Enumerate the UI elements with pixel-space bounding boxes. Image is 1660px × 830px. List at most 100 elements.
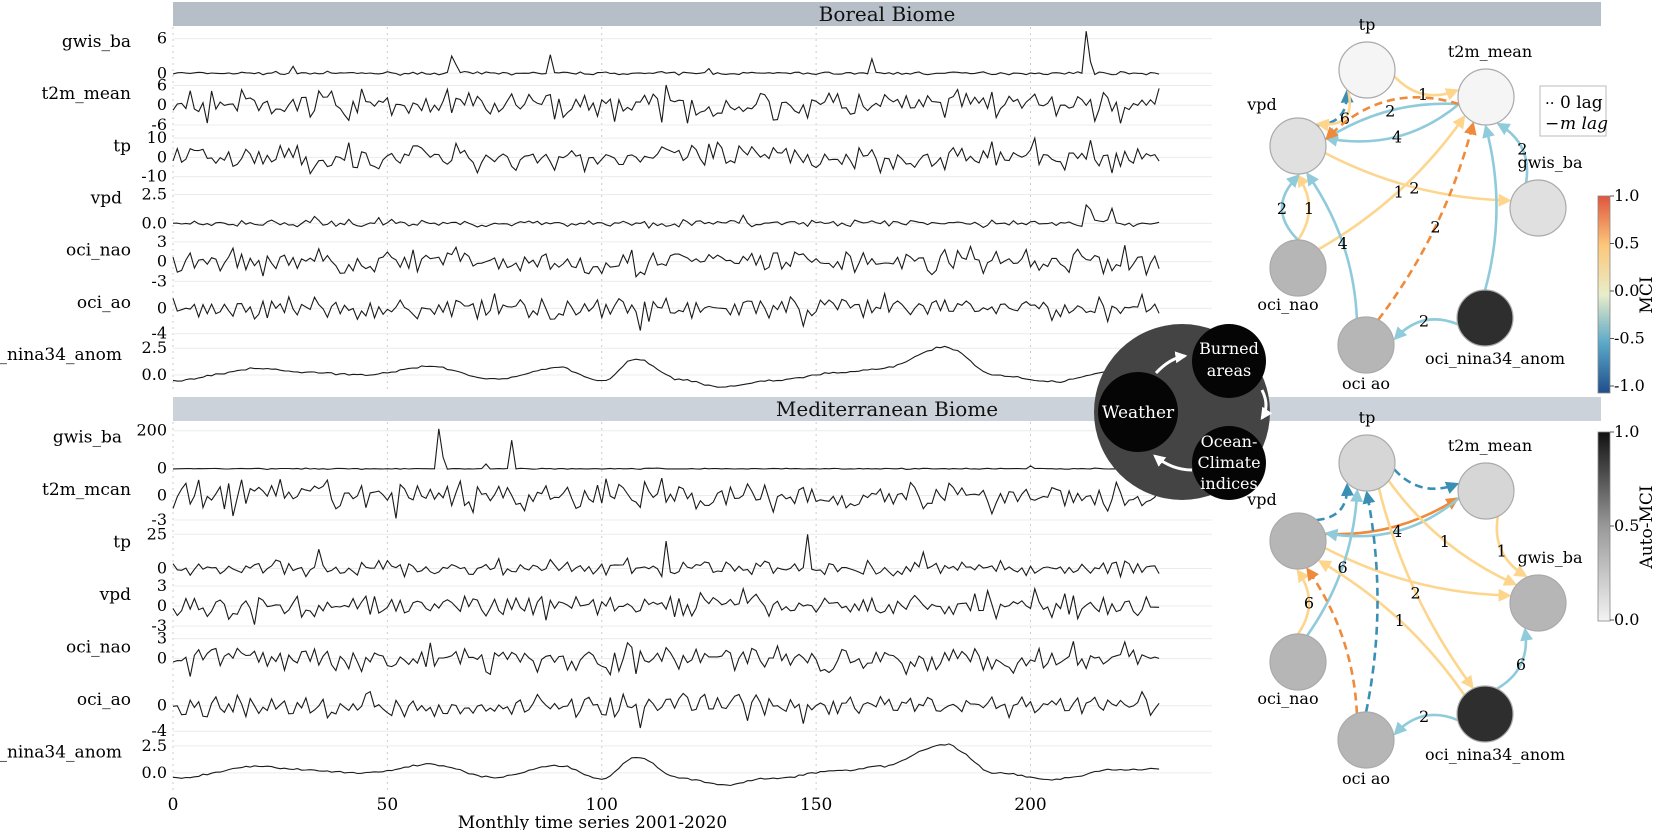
series-line-vpd	[172, 586, 1160, 625]
graph-node-label: oci_nao	[1257, 689, 1318, 708]
concept-label-weather: Weather	[1102, 403, 1175, 423]
graph-node-label: tp	[1359, 15, 1376, 34]
edge-lag-label: 2	[1419, 707, 1429, 726]
edge-oci_ao-tp	[1362, 490, 1379, 713]
x-axis-label: Monthly time series 2001-2020	[458, 813, 727, 830]
series-line-gwis_ba	[172, 31, 1160, 76]
edge-tp-t2m_mean	[1393, 468, 1460, 494]
concept-label-burned-2: areas	[1207, 361, 1251, 380]
series-line-oci_nao	[172, 244, 1160, 279]
edge-tp-t2m_mean	[1393, 75, 1460, 101]
graph-node-oci_nina34_anom	[1456, 289, 1514, 347]
lag-legend-zero-prefix: ··	[1545, 94, 1555, 112]
series-label: tp	[113, 532, 131, 552]
colorbar-tick-label: 0.5	[1614, 516, 1639, 535]
edge-lag-label: 4	[1392, 522, 1402, 541]
y-tick-label: -4	[151, 721, 167, 740]
edge-t2m_mean-vpd	[1324, 102, 1459, 140]
series-line-tp	[172, 136, 1160, 176]
graph-node-oci_nina34_anom	[1456, 685, 1514, 743]
y-tick-label: 0	[157, 486, 167, 505]
graph-node-vpd	[1269, 117, 1327, 175]
y-tick-label: 0	[157, 298, 167, 317]
edge-lag-label: 2	[1517, 140, 1527, 159]
concept-diagram: Weather Burned areas Ocean- Climate indi…	[1094, 324, 1273, 500]
series-line-t2m_mean	[172, 84, 1160, 124]
edge-lag-label: 2	[1277, 199, 1287, 218]
y-tick-label: 0	[157, 596, 167, 615]
edge-lag-label: 1	[1418, 85, 1428, 104]
edge-oci_nao-vpd	[1296, 173, 1311, 241]
graph-node-oci_ao	[1337, 711, 1395, 769]
graph-node-label: tp	[1359, 408, 1376, 427]
series-label: oci_nao	[66, 241, 131, 261]
lag-legend-m: m lag	[1560, 114, 1608, 134]
y-tick-label: 3	[157, 576, 167, 595]
graph-node-label: oci_nina34_anom	[1425, 745, 1565, 764]
colorbar-tick-label: 0.0	[1614, 610, 1639, 629]
edge-t2m_mean-vpd	[1325, 96, 1460, 141]
lag-legend-zero: 0 lag	[1560, 93, 1603, 113]
x-tick-label: 150	[800, 795, 832, 815]
colorbar-auto-mci-label: Auto-MCI	[1637, 485, 1657, 569]
series-line-oci_ao	[172, 690, 1160, 729]
series-label: oci_nina34_anom	[0, 345, 122, 365]
graph-node-label: t2m_mean	[1448, 42, 1532, 61]
concept-arrow-burned-ocean	[1260, 389, 1273, 420]
y-tick-label: 0	[157, 649, 167, 668]
edge-tp-vpd	[1315, 90, 1352, 132]
edge-oci_nao-vpd	[1280, 174, 1300, 241]
series-line-oci_ao	[172, 291, 1160, 331]
colorbar-tick-label: 1.0	[1614, 422, 1639, 441]
graph-node-oci_nao	[1269, 633, 1327, 691]
x-tick-label: 100	[586, 795, 618, 815]
y-tick-label: 200	[136, 421, 167, 440]
concept-node-ocean	[1192, 426, 1266, 500]
lag-legend-m-prefix: −	[1545, 114, 1559, 134]
edge-lag-label: 4	[1392, 128, 1402, 147]
y-tick-label: -10	[141, 167, 167, 186]
concept-arrow-weather-burned	[1154, 351, 1188, 375]
series-label: oci_ao	[77, 690, 131, 710]
edge-oci_nina34_anom-gwis_ba	[1496, 627, 1534, 690]
graph-panel-1: 411661262tpt2m_meanvpdgwis_baoci_naooci …	[1246, 408, 1583, 788]
graph-node-tp	[1338, 434, 1396, 492]
y-tick-label: 6	[157, 75, 167, 94]
concept-label-ocean-3: indices	[1200, 474, 1257, 493]
edge-lag-label: 1	[1497, 542, 1507, 561]
edge-lag-label: 2	[1385, 102, 1395, 121]
edge-lag-label: 1	[1440, 532, 1450, 551]
concept-label-burned-1: Burned	[1199, 339, 1259, 358]
colorbar-auto-mci: 1.0 0.5 0.0 Auto-MCI	[1597, 422, 1657, 629]
graph-node-label: gwis_ba	[1517, 548, 1583, 567]
graph-node-label: oci ao	[1342, 769, 1390, 788]
edge-t2m_mean-vpd	[1324, 497, 1460, 542]
edge-lag-label: 2	[1411, 583, 1421, 602]
colorbar-tick-label: 0.5	[1614, 234, 1639, 253]
y-tick-label: -6	[151, 115, 167, 134]
x-tick-label: 200	[1014, 795, 1046, 815]
graph-node-oci_nao	[1269, 239, 1327, 297]
y-tick-label: 0.0	[142, 213, 167, 232]
colorbar-mci-label: MCI	[1637, 276, 1657, 313]
panel-title-mediterranean: Mediterranean Biome	[173, 397, 1601, 421]
edge-lag-label: 6	[1304, 594, 1314, 613]
graph-node-label: vpd	[1246, 490, 1277, 509]
graph-node-tp	[1338, 41, 1396, 99]
graph-node-label: oci_nao	[1257, 295, 1318, 314]
y-tick-label: 0	[157, 95, 167, 114]
y-tick-label: 0	[157, 147, 167, 166]
colorbar-tick-label: -1.0	[1614, 376, 1645, 395]
edge-vpd-tp	[1316, 482, 1354, 522]
y-tick-label: 6	[157, 29, 167, 48]
series-line-oci_nao	[172, 640, 1160, 677]
concept-arrow-ocean-weather	[1153, 454, 1193, 472]
